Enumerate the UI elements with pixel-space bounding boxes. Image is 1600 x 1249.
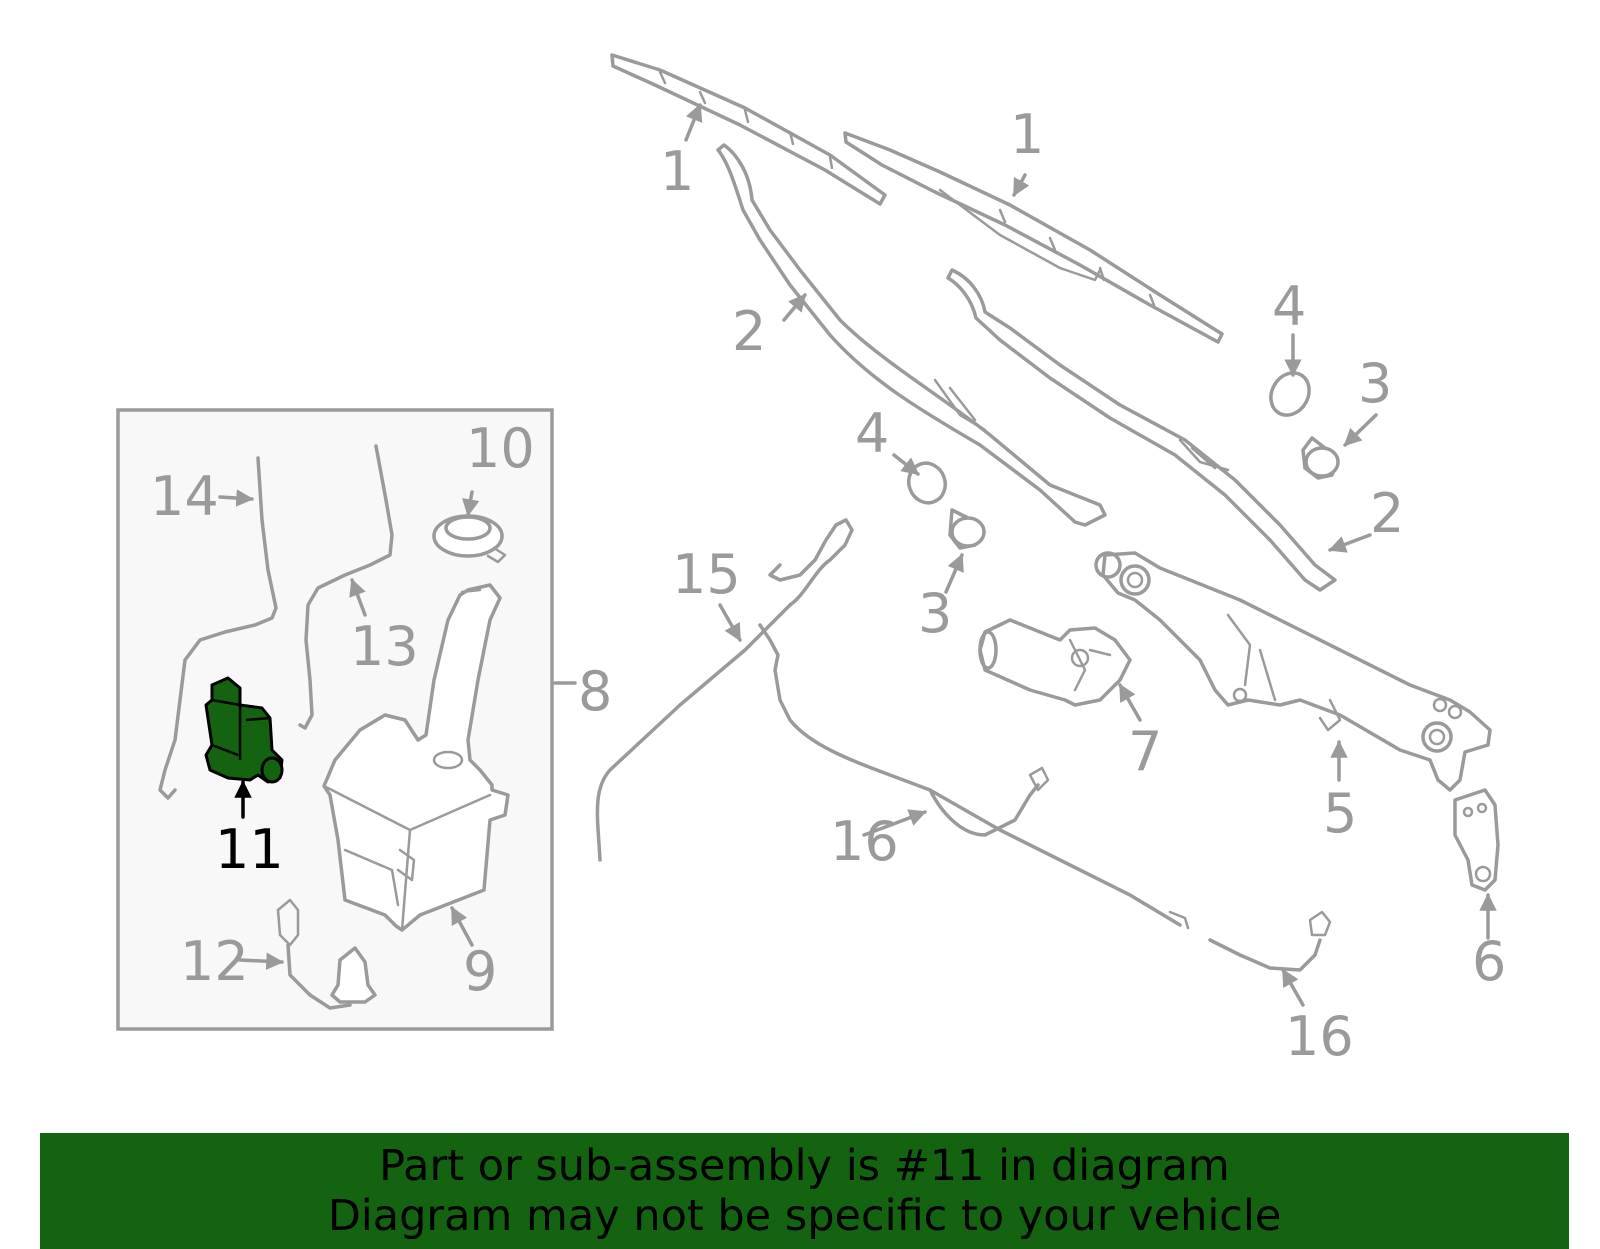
- callout-2-right: 2: [1370, 482, 1404, 545]
- callout-6: 6: [1472, 930, 1506, 993]
- mounting-bracket: [1453, 788, 1500, 892]
- callout-1-left: 1: [660, 140, 694, 203]
- callout-15: 15: [672, 543, 741, 606]
- callout-10: 10: [466, 417, 535, 480]
- callout-1-right: 1: [1010, 103, 1044, 166]
- callout-8: 8: [578, 660, 612, 723]
- callout-4-left: 4: [855, 402, 889, 465]
- wiring-harness-lower: [1208, 910, 1332, 972]
- wiring-harness-upper: [928, 766, 1050, 837]
- callout-16-lower: 16: [1285, 1005, 1354, 1068]
- washer-reservoir: [322, 583, 510, 932]
- pivot-cap-left: [907, 461, 947, 505]
- pivot-nut-left: [948, 508, 986, 550]
- level-sensor: [276, 898, 377, 1010]
- wiper-arm-right: [946, 268, 1337, 592]
- part-info-banner: Part or sub-assembly is #11 in diagram D…: [40, 1133, 1569, 1249]
- callout-9: 9: [463, 940, 497, 1003]
- washer-tube-14: [158, 456, 278, 800]
- pivot-nut-right: [1301, 436, 1340, 480]
- leader-lines: [218, 103, 1497, 1007]
- callout-11-highlighted: 11: [215, 818, 284, 881]
- callout-5: 5: [1323, 782, 1357, 845]
- callout-2-left: 2: [732, 300, 766, 363]
- washer-tube-13: [298, 444, 394, 730]
- callout-12: 12: [180, 930, 249, 993]
- washer-pump-highlighted[interactable]: [204, 676, 284, 784]
- washer-hose: [595, 518, 1190, 930]
- subassembly-box: [116, 408, 554, 1031]
- reservoir-cap: [432, 514, 507, 564]
- wiper-arm-left: [716, 143, 1107, 527]
- callout-3-left: 3: [918, 582, 952, 645]
- callout-3-right: 3: [1358, 352, 1392, 415]
- banner-line-disclaimer: Diagram may not be specific to your vehi…: [327, 1191, 1282, 1241]
- pivot-cap-right: [1269, 371, 1311, 417]
- wiper-blade-right: [843, 131, 1224, 344]
- callout-labels: 1 1 2 2 4 3 4 3 7 5 6 15 16 16 14 13 10 …: [150, 103, 1506, 1068]
- callout-7: 7: [1128, 720, 1162, 783]
- callout-13: 13: [350, 615, 419, 678]
- wiper-linkage: [1094, 551, 1492, 792]
- callout-16-upper: 16: [830, 810, 899, 873]
- callout-4-right: 4: [1272, 275, 1306, 338]
- callout-14: 14: [150, 465, 219, 528]
- wiper-blade-left: [610, 53, 887, 206]
- banner-line-part: Part or sub-assembly is #11 in diagram: [379, 1141, 1230, 1191]
- wiper-motor: [978, 618, 1132, 707]
